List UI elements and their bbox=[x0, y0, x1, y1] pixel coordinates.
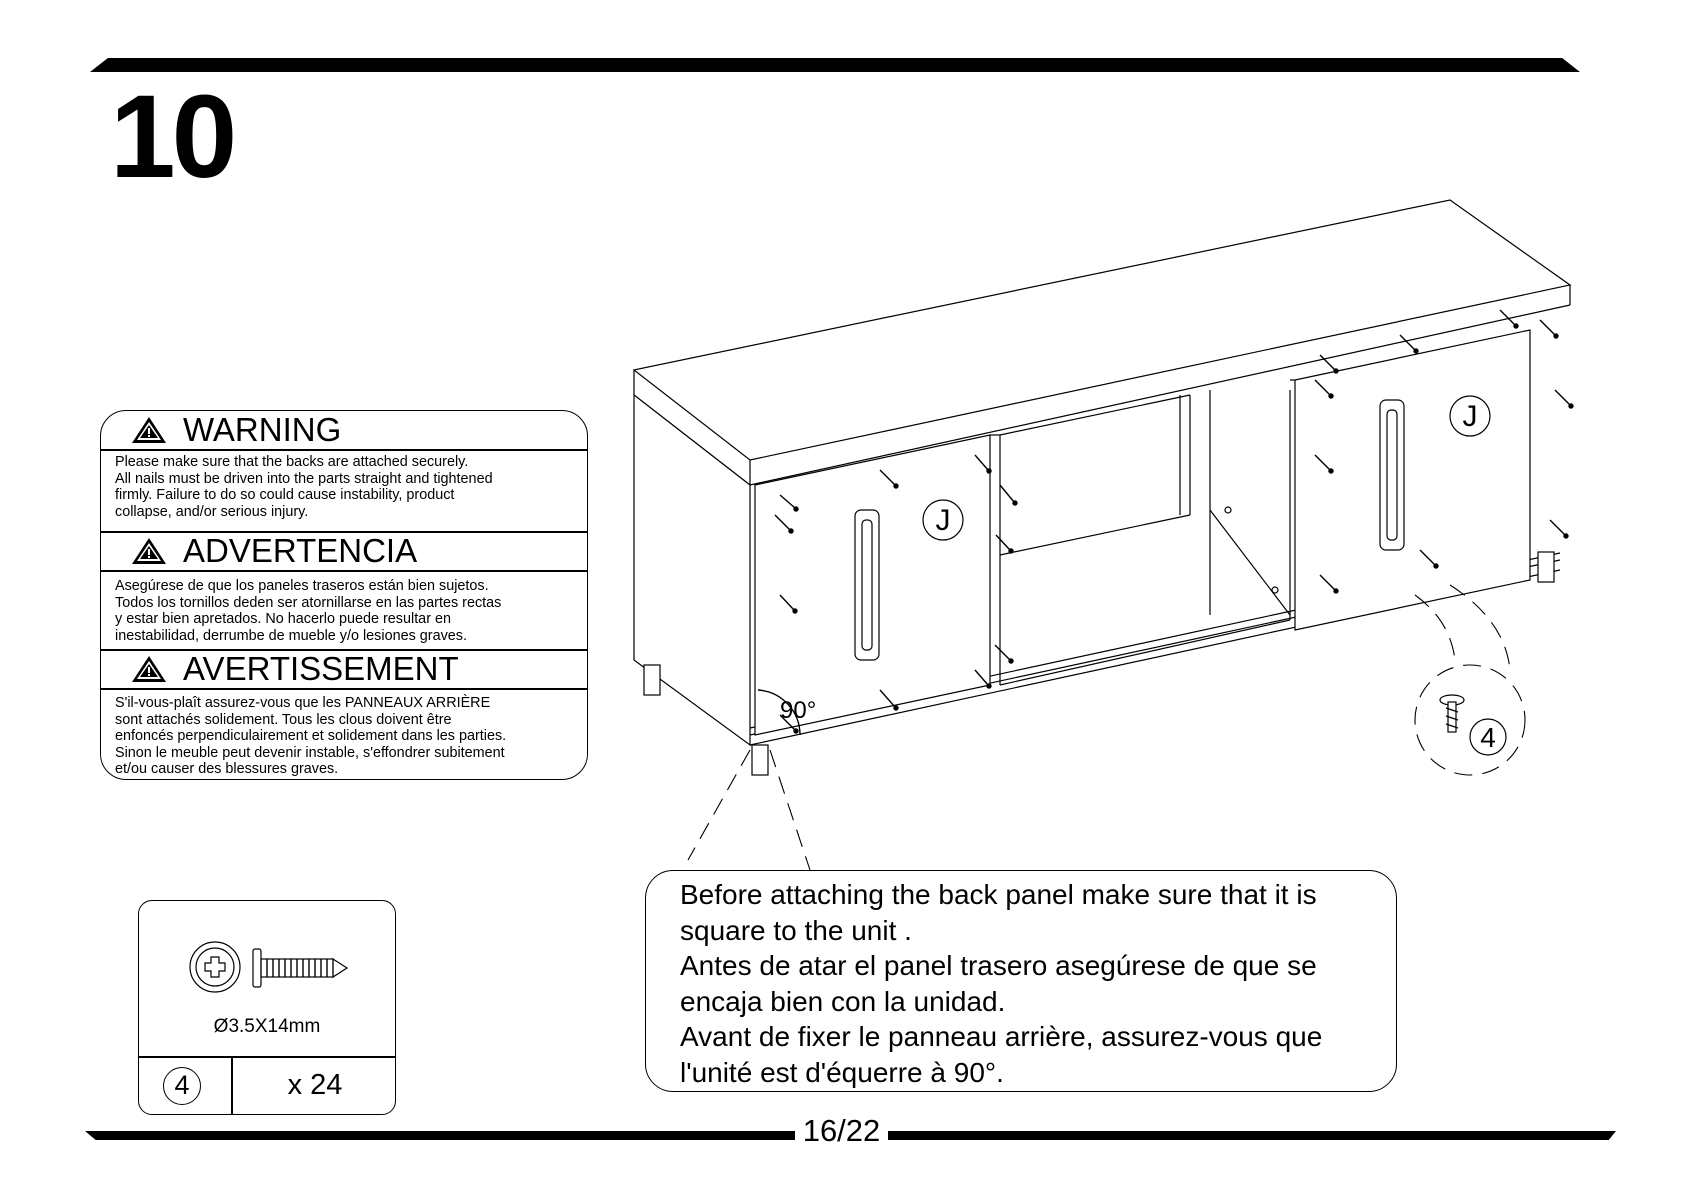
avertissement-line: S'il-vous-plaît assurez-vous que les PAN… bbox=[115, 695, 491, 711]
divider bbox=[139, 1056, 395, 1058]
screw-spec: Ø3.5X14mm bbox=[213, 1016, 321, 1037]
divider bbox=[101, 449, 587, 451]
warning-heading-text: WARNING bbox=[183, 411, 342, 448]
warning-triangle-icon bbox=[132, 417, 166, 443]
divider bbox=[231, 1056, 233, 1114]
advertencia-heading: ADVERTENCIA bbox=[101, 532, 587, 570]
screw-head-icon bbox=[189, 941, 241, 993]
divider bbox=[101, 688, 587, 690]
note-line: encaja bien con la unidad. bbox=[680, 985, 1006, 1017]
advertencia-heading-text: ADVERTENCIA bbox=[183, 532, 418, 569]
avertissement-line: enfoncés perpendiculairement et solideme… bbox=[115, 728, 507, 744]
detail-part-id: 4 bbox=[1480, 722, 1496, 753]
square-check-note: Before attaching the back panel make sur… bbox=[645, 870, 1397, 1092]
divider bbox=[101, 531, 587, 533]
warning-line: Please make sure that the backs are atta… bbox=[115, 454, 469, 470]
avertissement-text: S'il-vous-plaît assurez-vous que les PAN… bbox=[115, 695, 579, 778]
advertencia-line: y estar bien apretados. No hacerlo puede… bbox=[115, 611, 451, 627]
warning-line: collapse, and/or serious injury. bbox=[115, 503, 309, 520]
advertencia-line: Asegúrese de que los paneles traseros es… bbox=[115, 578, 489, 594]
panel-label-right: J bbox=[1463, 400, 1478, 433]
advertencia-line: inestabilidad, derrumbe de mueble y/o le… bbox=[115, 627, 467, 644]
warning-line: All nails must be driven into the parts … bbox=[115, 470, 493, 487]
panel-label-left: J bbox=[936, 504, 951, 537]
avertissement-line: sont attachés solidement. Tous les clous… bbox=[115, 711, 452, 728]
advertencia-text: Asegúrese de que los paneles traseros es… bbox=[115, 578, 579, 644]
screw-side-icon bbox=[252, 948, 349, 988]
cabinet-back-panel-diagram: J J 90° bbox=[632, 199, 1574, 870]
avertissement-heading-text: AVERTISSEMENT bbox=[183, 650, 459, 687]
bottom-rule-left bbox=[85, 1131, 795, 1140]
warning-box: WARNING Please make sure that the backs … bbox=[100, 410, 588, 780]
step-number: 10 bbox=[110, 71, 237, 203]
warning-line: firmly. Failure to do so could cause ins… bbox=[115, 487, 455, 503]
note-line: Before attaching the back panel make sur… bbox=[680, 879, 1317, 910]
bottom-rule-right bbox=[888, 1131, 1616, 1140]
warning-heading: WARNING bbox=[101, 411, 587, 449]
avertissement-line: et/ou causer des blessures graves. bbox=[115, 761, 339, 777]
warning-text: Please make sure that the backs are atta… bbox=[115, 454, 579, 520]
note-line: l'unité est d'équerre à 90°. bbox=[680, 1056, 1004, 1088]
avertissement-line: Sinon le meuble peut devenir instable, s… bbox=[115, 744, 505, 761]
note-line: Avant de fixer le panneau arrière, assur… bbox=[680, 1021, 1323, 1052]
angle-label: 90° bbox=[780, 697, 816, 724]
note-line: Antes de atar el panel trasero asegúrese… bbox=[680, 950, 1317, 981]
parts-list: Ø3.5X14mm 4 x 24 bbox=[138, 900, 396, 1115]
warning-triangle-icon bbox=[132, 538, 166, 564]
part-id: 4 bbox=[163, 1067, 201, 1105]
note-line: square to the unit . bbox=[680, 914, 912, 946]
avertissement-heading: AVERTISSEMENT bbox=[101, 650, 587, 688]
screw-detail-icon bbox=[1439, 694, 1465, 733]
part-quantity: x 24 bbox=[287, 1069, 343, 1101]
page-number: 16/22 bbox=[802, 1113, 881, 1148]
advertencia-line: Todos los tornillos deden ser atornillar… bbox=[115, 594, 502, 611]
divider bbox=[101, 570, 587, 572]
warning-triangle-icon bbox=[132, 656, 166, 682]
divider bbox=[101, 649, 587, 651]
top-rule bbox=[90, 58, 1580, 72]
